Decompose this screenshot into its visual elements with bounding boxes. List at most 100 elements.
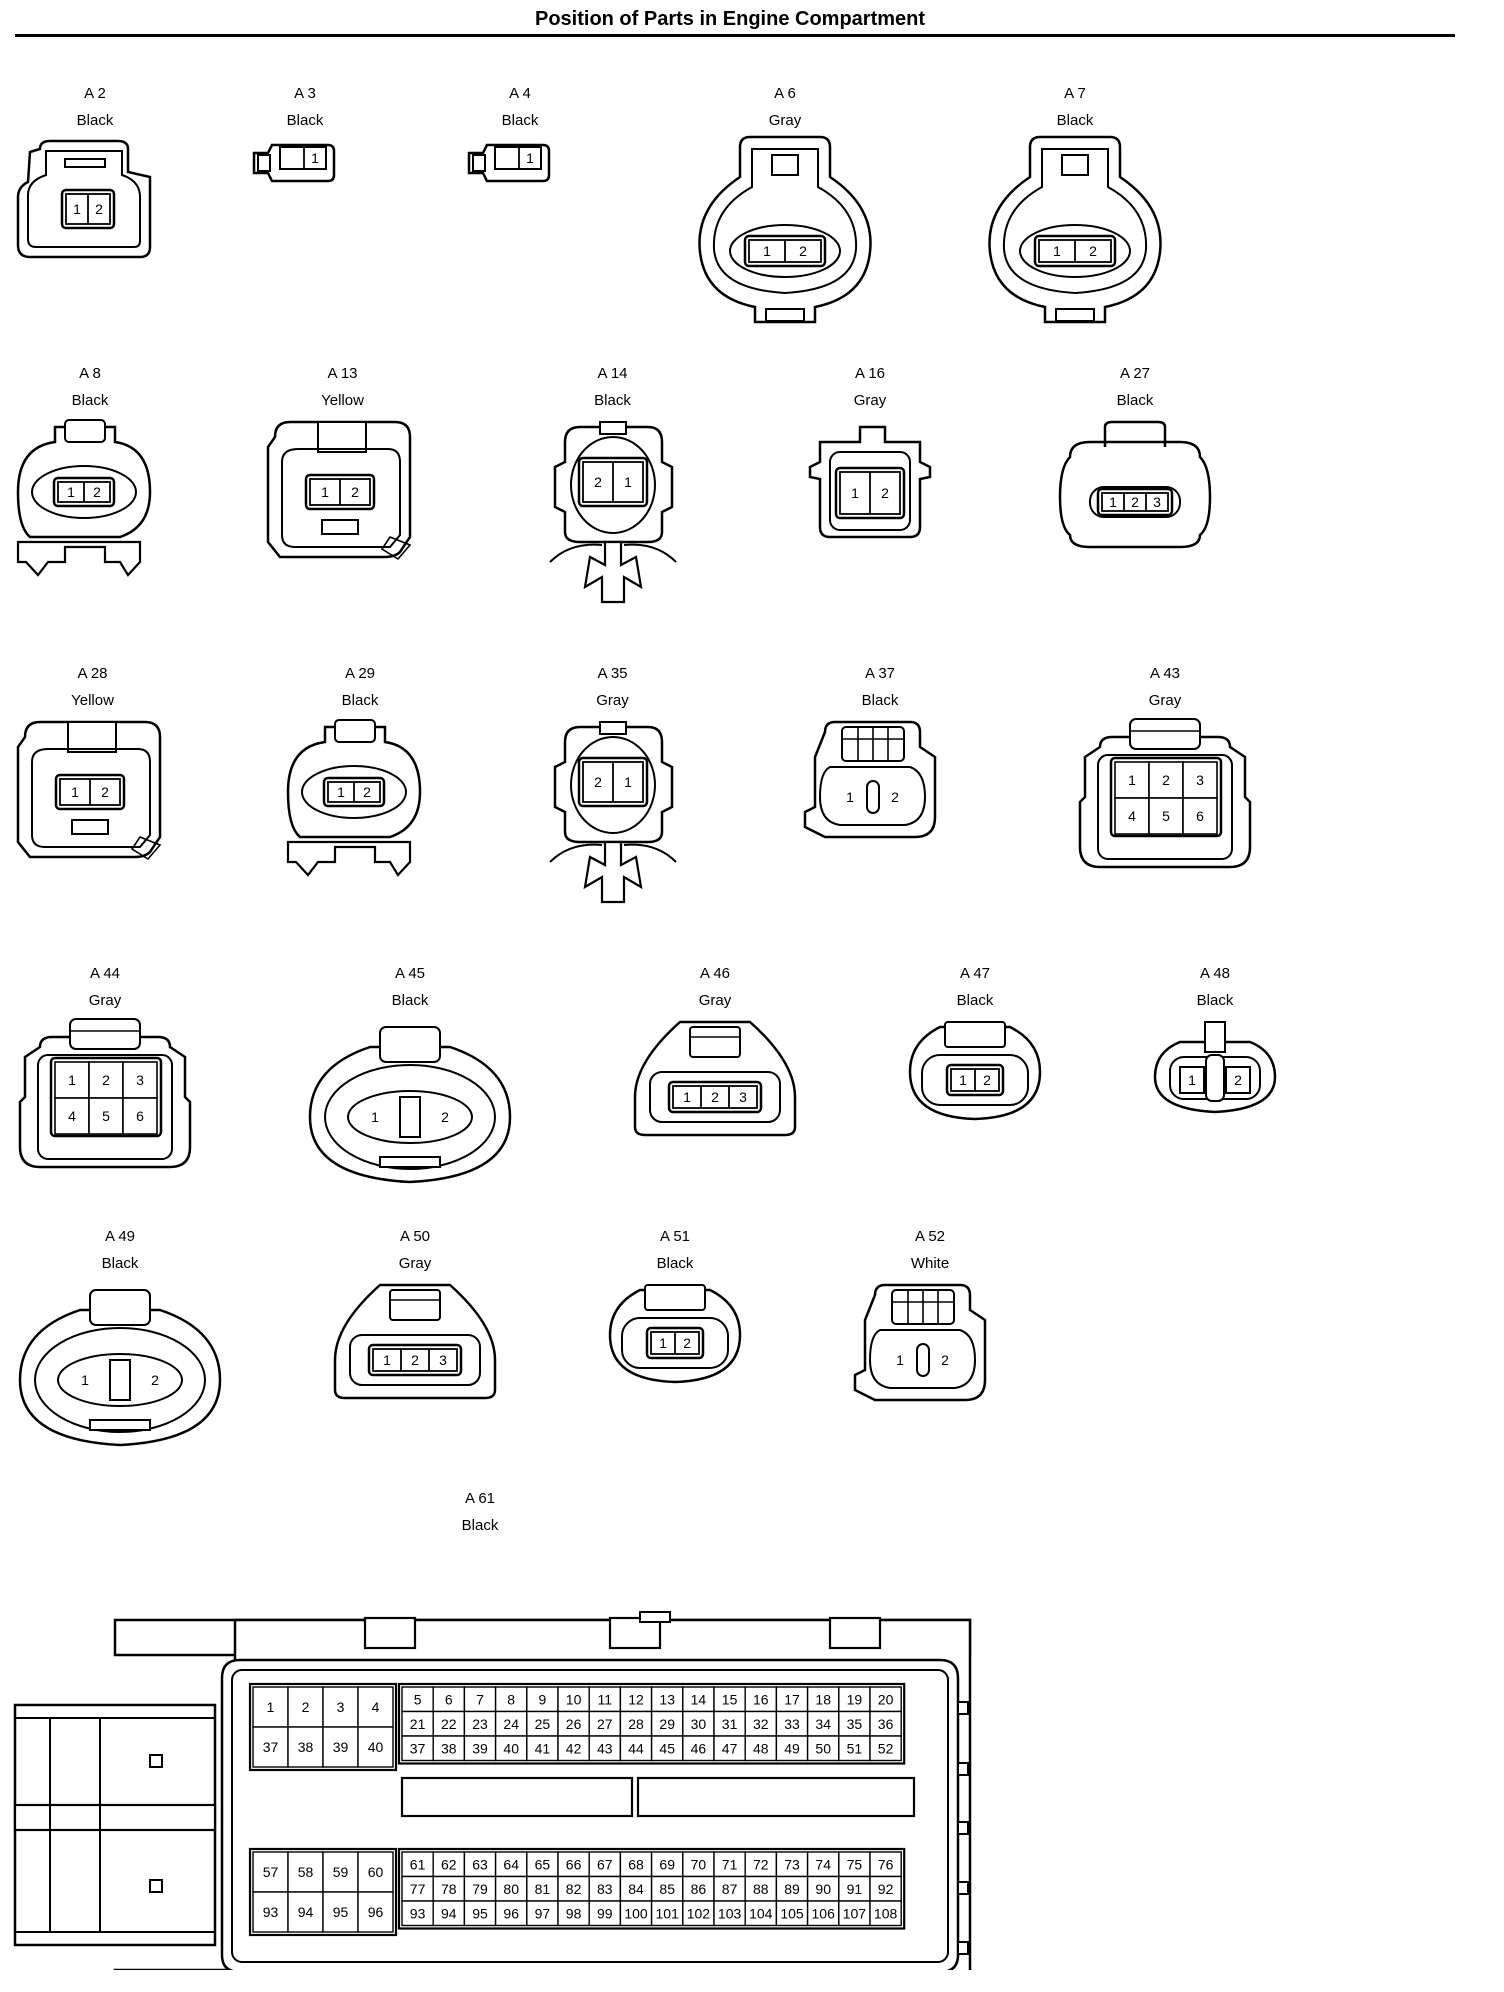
a61-pin: 78 [441,1881,457,1897]
pin-label: 1 [321,484,329,500]
a61-pin: 66 [566,1856,582,1872]
a61-pin: 83 [597,1881,613,1897]
pin-label: 2 [441,1109,449,1125]
a61-pin: 22 [441,1716,457,1732]
a61-pin: 13 [659,1691,675,1707]
a61-pin: 69 [659,1856,675,1872]
page-title: Position of Parts in Engine Compartment [534,8,926,30]
a61-pin: 24 [503,1716,519,1732]
connector-color: Black [391,992,429,1009]
a61-pin: 101 [656,1905,680,1921]
a61-pin: 93 [263,1904,279,1920]
connector-color: Black [101,1255,139,1272]
a61-pin: 106 [812,1905,836,1921]
a61-pin: 59 [333,1864,349,1880]
a61-pin: 87 [722,1881,738,1897]
pin-label: 3 [1196,772,1204,788]
pin-label: 3 [1153,494,1161,510]
a61-pin: 16 [753,1691,769,1707]
connector-id: A 61 [464,1490,496,1507]
connector-id: A 28 [77,665,108,682]
pin-label: 1 [1128,772,1136,788]
a61-pin: 95 [472,1905,488,1921]
a61-pin: 81 [535,1881,551,1897]
a61-pin: 82 [566,1881,582,1897]
a61-pin: 91 [847,1881,863,1897]
a61-pin: 46 [691,1740,707,1756]
a61-pin: 35 [847,1716,863,1732]
a61-pin: 10 [566,1691,582,1707]
connector-id: A 8 [79,365,101,382]
a61-pin: 102 [687,1905,711,1921]
a61-pin: 26 [566,1716,582,1732]
a61-pin: 62 [441,1856,457,1872]
pin-label: 1 [846,789,854,805]
a61-pin: 12 [628,1691,644,1707]
pin-label: 2 [941,1352,949,1368]
a61-pin: 3 [337,1699,345,1715]
connector-drawing: 1 [252,143,336,183]
pin-label: 2 [711,1089,719,1105]
a61-pin: 41 [535,1740,551,1756]
pin-label: 1 [526,150,534,166]
a61-pin: 44 [628,1740,644,1756]
connector-id: A 45 [394,965,426,982]
connector-id: A 47 [959,965,991,982]
a61-pin: 93 [410,1905,426,1921]
connector-color: Black [956,992,994,1009]
a61-pin: 75 [847,1856,863,1872]
a61-pin: 49 [784,1740,800,1756]
a61-pin: 79 [472,1881,488,1897]
a61-pin: 85 [659,1881,675,1897]
pin-label: 2 [95,201,103,217]
pin-label: 1 [659,1335,667,1351]
connector-color: Black [656,1255,694,1272]
connector-id: A 52 [914,1228,946,1245]
a61-pin: 100 [624,1905,648,1921]
pin-label: 1 [683,1089,691,1105]
a61-pin: 90 [815,1881,831,1897]
pin-label: 2 [1162,772,1170,788]
a61-pin: 65 [535,1856,551,1872]
connector-id: A 44 [89,965,121,982]
a61-pin: 71 [722,1856,738,1872]
pin-label: 1 [1109,494,1117,510]
a61-pin: 108 [874,1905,898,1921]
pin-label: 6 [1196,808,1204,824]
a61-pin: 29 [659,1716,675,1732]
pin-label: 1 [68,1072,76,1088]
connector-color: Yellow [321,392,364,409]
connector-color: Gray [853,392,887,409]
connector-id: A 2 [84,85,106,102]
a61-pin: 38 [441,1740,457,1756]
a61-pin: 94 [298,1904,314,1920]
a61-pin: 27 [597,1716,613,1732]
a61-pin: 80 [503,1881,519,1897]
connector-id: A 27 [1119,365,1151,382]
pin-label: 2 [101,784,109,800]
a61-pin: 50 [815,1740,831,1756]
connector-id: A 29 [344,665,376,682]
connector-id: A 7 [1064,85,1086,102]
a61-pin: 42 [566,1740,582,1756]
connector-id: A 14 [597,365,628,382]
pin-label: 2 [594,774,602,790]
pin-label: 1 [81,1372,89,1388]
connector-color: Gray [88,992,122,1009]
a61-pin: 40 [368,1739,384,1755]
pin-label: 1 [71,784,79,800]
connector-color: Black [1116,392,1154,409]
